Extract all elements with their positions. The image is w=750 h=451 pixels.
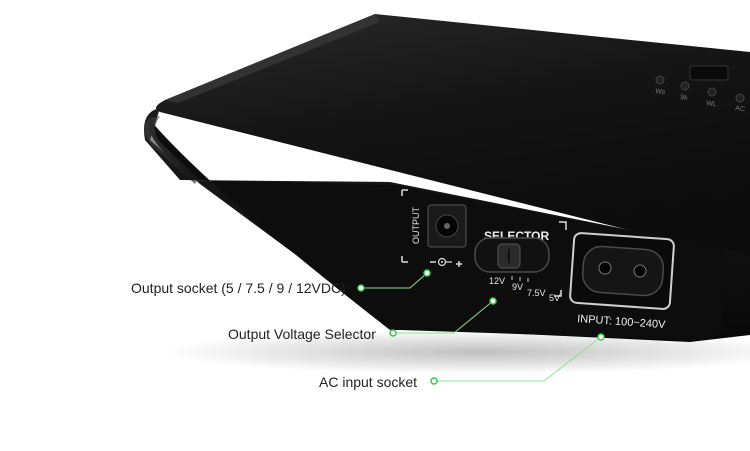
selector-corner-bottom [554, 290, 562, 297]
top-button-3 [707, 87, 717, 97]
callout-dot-selector-end [489, 297, 497, 305]
ac-pin-right [633, 264, 647, 278]
ac-input-section: INPUT: 100~240V [569, 232, 675, 331]
front-edge-highlight [144, 116, 198, 184]
top-button-label-1: Ws [655, 88, 666, 96]
callout-ac-input: AC input socket [319, 374, 418, 390]
top-button-2 [680, 81, 690, 91]
callout-dot-output-end [423, 269, 431, 277]
top-button-label-3: WL [706, 100, 717, 108]
output-corner-top [401, 189, 408, 196]
output-corner-bottom [401, 256, 408, 263]
callout-line-output [361, 272, 428, 289]
top-display [689, 65, 729, 81]
callout-line-selector [393, 300, 494, 334]
ac-pin-left [598, 261, 612, 275]
voltage-option-5v: 5V [549, 293, 560, 303]
voltage-option-9v: 9V [512, 282, 523, 292]
callout-voltage-selector: Output Voltage Selector [228, 326, 376, 342]
callout-dot-ac-start [430, 377, 438, 385]
callout-dot-selector-start [389, 329, 397, 337]
ac-input-socket [581, 245, 665, 297]
voltage-option-7-5v: 7.5V [527, 288, 546, 298]
top-edge-highlight [165, 14, 380, 103]
device-top-surface [156, 14, 750, 258]
top-button-label-4: AC [735, 105, 746, 113]
callout-dot-output-start [357, 284, 365, 292]
output-panel-label: OUTPUT [411, 207, 421, 245]
callout-dot-ac-end [597, 333, 605, 341]
floor-shadow [160, 330, 750, 374]
output-section: OUTPUT [401, 189, 467, 267]
selector-section: SELECTOR 12V 9V 7.5V 5V [474, 221, 567, 303]
voltage-option-12v: 12V [489, 276, 505, 286]
top-button-4 [735, 93, 745, 103]
dc-jack-pin [444, 223, 450, 229]
polarity-symbol [430, 257, 462, 267]
callout-line-ac [434, 336, 602, 382]
callout-lines [357, 269, 605, 385]
top-button-1 [655, 75, 665, 85]
selector-corner-top [559, 221, 567, 230]
top-buttons: Ws 9k WL AC [655, 65, 746, 113]
selector-ticks [511, 276, 529, 282]
callout-output-socket: Output socket (5 / 7.5 / 9 / 12VDC) [131, 280, 346, 296]
top-button-label-2: 9k [680, 94, 689, 102]
